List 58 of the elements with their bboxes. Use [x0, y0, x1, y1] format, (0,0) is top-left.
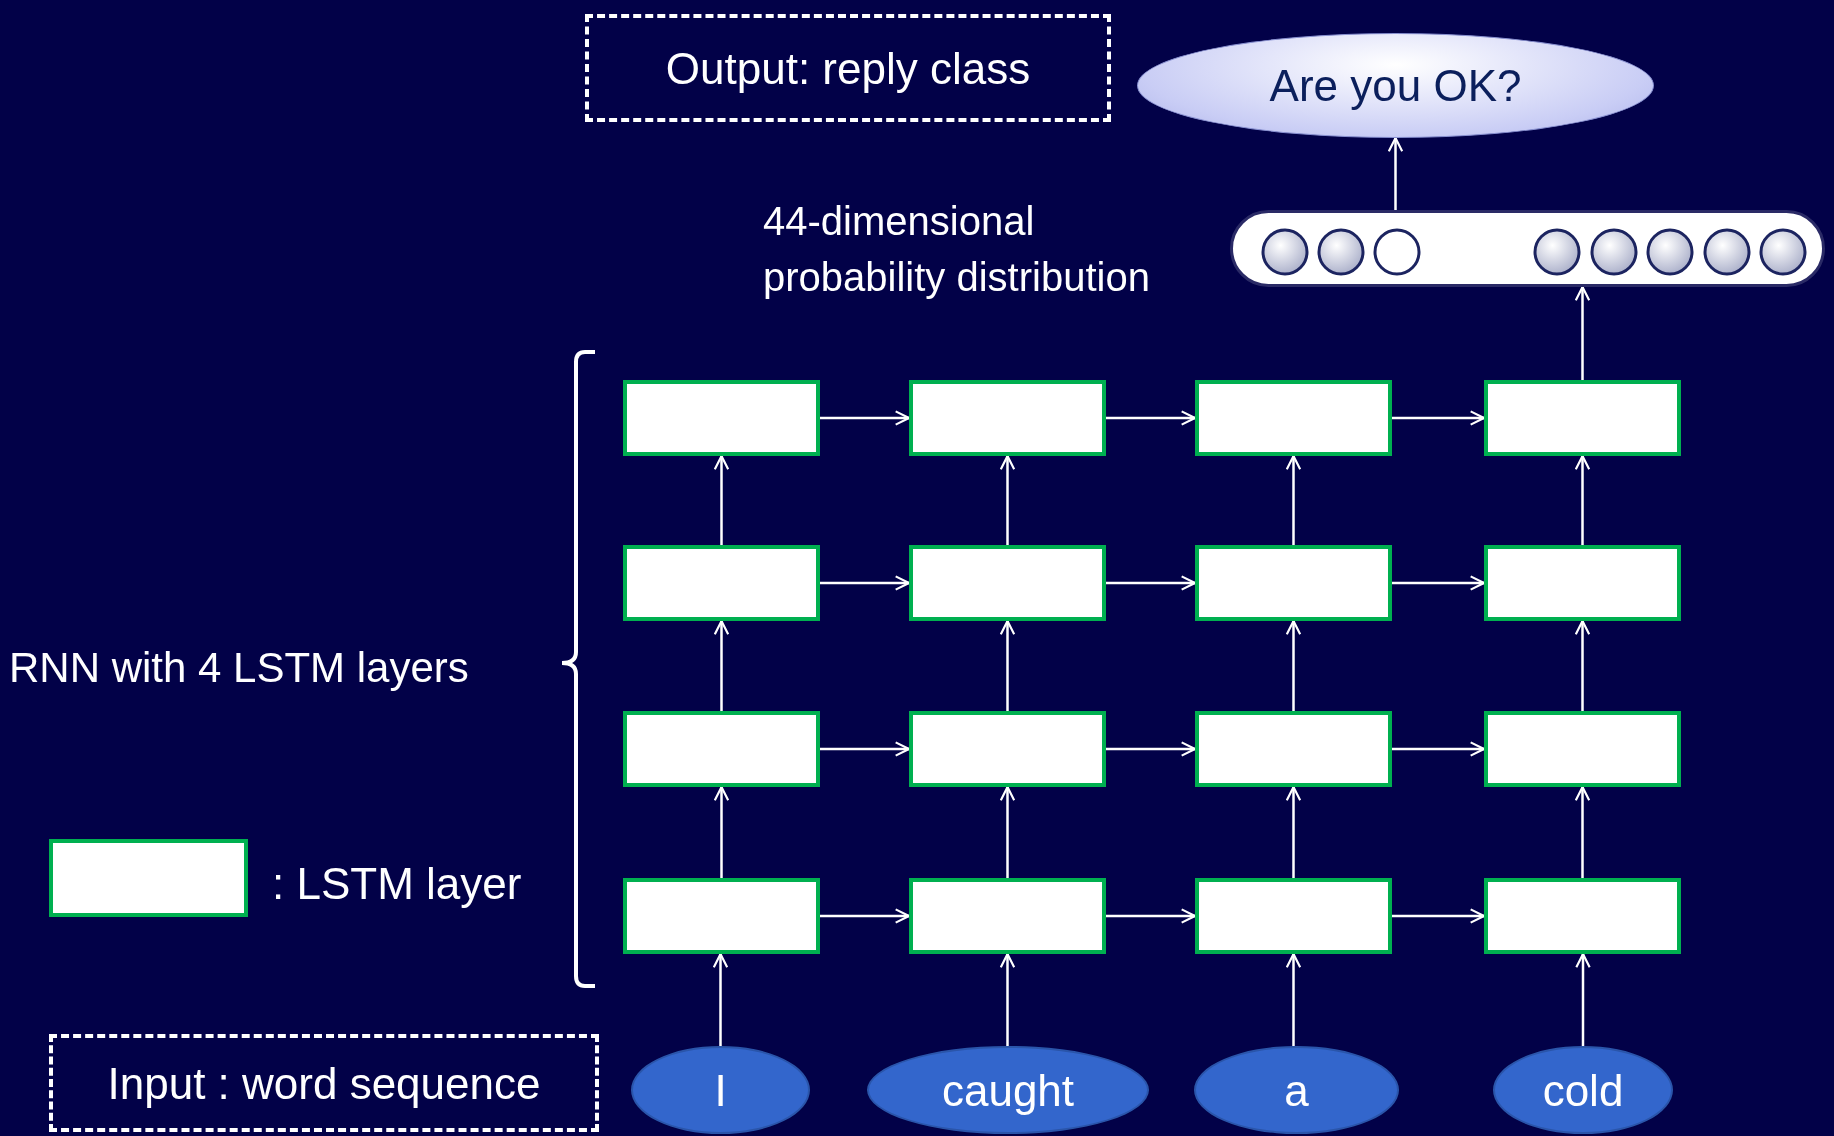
arrow [1285, 785, 1302, 878]
lstm-box [909, 711, 1106, 787]
arrow [712, 952, 729, 1046]
node-label: caught [941, 1064, 1075, 1117]
arrow [820, 575, 911, 591]
arrow [1574, 285, 1591, 380]
arrow [999, 454, 1016, 545]
lstm-box [1484, 380, 1681, 456]
arrow [1392, 908, 1486, 924]
arrow [1574, 619, 1591, 711]
arrow [820, 908, 911, 924]
brace-label: RNN with 4 LSTM layers [9, 643, 469, 693]
arrow [1106, 575, 1197, 591]
arrow [1392, 575, 1486, 591]
arrow [1574, 785, 1591, 878]
arrow [1392, 410, 1486, 426]
arrow [999, 952, 1016, 1046]
arrow [1285, 619, 1302, 711]
arrow [1106, 908, 1197, 924]
caption-text: 44-dimensional probability distribution [763, 198, 1151, 301]
lstm-box [1195, 380, 1392, 456]
arrow [1387, 136, 1404, 210]
lstm-box [1195, 711, 1392, 787]
node-label: cold [1542, 1064, 1624, 1117]
arrow [713, 619, 730, 711]
lstm-box [909, 380, 1106, 456]
dashed-frame [585, 14, 1111, 122]
dashed-frame [49, 1034, 599, 1132]
arrow [999, 619, 1016, 711]
lstm-box [623, 878, 820, 954]
arrow [1392, 741, 1486, 757]
lstm-box [1195, 878, 1392, 954]
arrow [1285, 454, 1302, 545]
lstm-box [1484, 878, 1681, 954]
arrow [1574, 454, 1591, 545]
node-label: a [1284, 1064, 1309, 1117]
arrow [1106, 741, 1197, 757]
node-label: Are you OK? [1269, 60, 1522, 112]
arrow [1106, 410, 1197, 426]
arrow [999, 785, 1016, 878]
lstm-box [909, 878, 1106, 954]
lstm-box [623, 545, 820, 621]
node-label: Input : word sequence [107, 1057, 541, 1110]
arrow [820, 410, 911, 426]
arrow [713, 785, 730, 878]
lstm-box [623, 380, 820, 456]
arrow [713, 454, 730, 545]
lstm-box [1484, 545, 1681, 621]
legend-label: : LSTM layer [272, 858, 522, 910]
arrow [1575, 952, 1591, 1046]
lstm-box [1484, 711, 1681, 787]
node-label: I [714, 1064, 727, 1117]
node-label: Output: reply class [665, 42, 1031, 95]
arrow [820, 741, 911, 757]
lstm-box [623, 711, 820, 787]
arrow [1285, 952, 1302, 1046]
lstm-box [1195, 545, 1392, 621]
lstm-box [909, 545, 1106, 621]
